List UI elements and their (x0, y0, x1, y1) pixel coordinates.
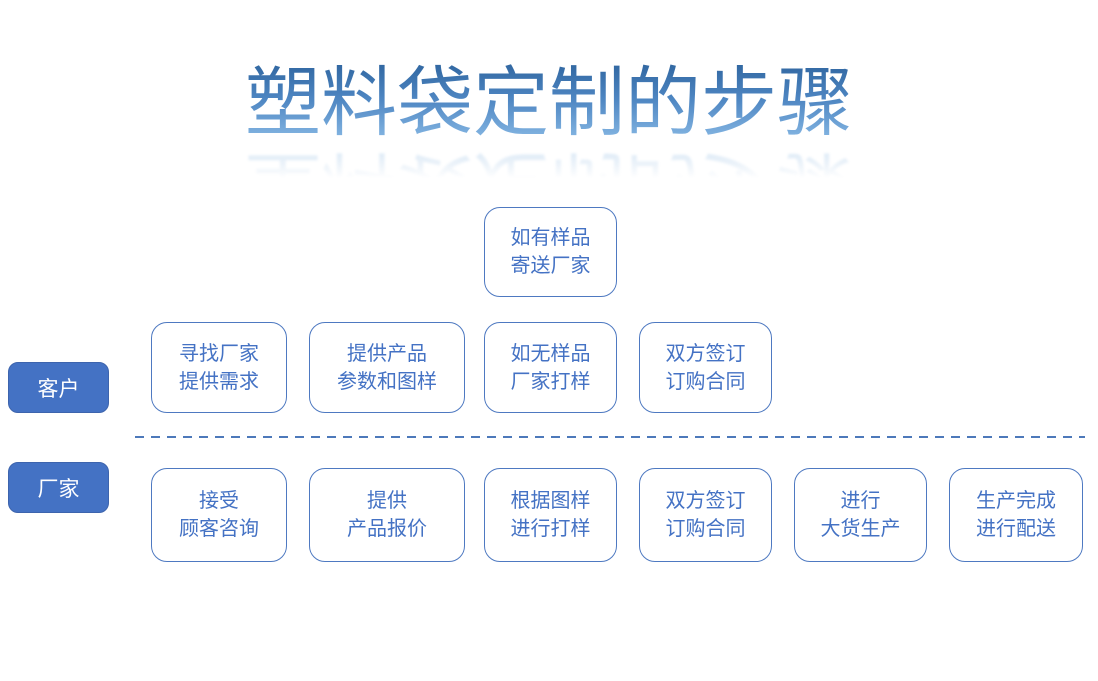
factory-step-6: 生产完成 进行配送 (949, 468, 1083, 562)
box-line: 提供产品 (347, 342, 427, 365)
customer-step-4: 双方签订 订购合同 (639, 322, 772, 413)
factory-step-4: 双方签订 订购合同 (639, 468, 772, 562)
factory-step-3: 根据图样 进行打样 (484, 468, 617, 562)
title-text: 塑料袋定制的步骤 (0, 60, 1098, 147)
box-line: 厂家打样 (510, 370, 591, 393)
box-line: 进行打样 (510, 518, 591, 540)
lane-label-text: 客户 (37, 377, 80, 401)
lane-label-text: 厂家 (37, 477, 80, 501)
customer-optional-step-sample: 如有样品 寄送厂家 (484, 207, 617, 297)
box-line: 订购合同 (665, 518, 746, 540)
box-line: 如无样品 (510, 342, 591, 365)
box-line: 根据图样 (510, 490, 591, 512)
box-line: 进行 (840, 490, 881, 512)
box-line: 进行配送 (976, 518, 1056, 540)
box-line: 寄送厂家 (510, 255, 591, 277)
box-line: 双方签订 (665, 342, 746, 365)
box-line: 顾客咨询 (179, 518, 259, 540)
box-line: 产品报价 (347, 518, 427, 540)
lane-label-factory: 厂家 (8, 462, 109, 513)
lane-label-customer: 客户 (8, 362, 109, 413)
box-line: 如有样品 (510, 227, 591, 249)
box-line: 订购合同 (665, 370, 746, 393)
factory-step-2: 提供 产品报价 (309, 468, 465, 562)
box-line: 大货生产 (820, 518, 901, 540)
box-line: 提供 (367, 490, 407, 512)
page-title: 塑料袋定制的步骤 塑料袋定制的步骤 (0, 60, 1098, 229)
box-line: 寻找厂家 (179, 342, 259, 365)
lane-divider (135, 436, 1085, 438)
customer-step-3: 如无样品 厂家打样 (484, 322, 617, 413)
box-line: 提供需求 (179, 370, 259, 393)
box-line: 参数和图样 (337, 370, 437, 393)
factory-step-5: 进行 大货生产 (794, 468, 927, 562)
box-line: 生产完成 (976, 490, 1056, 512)
box-line: 双方签订 (665, 490, 746, 512)
customer-step-2: 提供产品 参数和图样 (309, 322, 465, 413)
factory-step-1: 接受 顾客咨询 (151, 468, 287, 562)
customer-step-1: 寻找厂家 提供需求 (151, 322, 287, 413)
box-line: 接受 (199, 490, 239, 512)
